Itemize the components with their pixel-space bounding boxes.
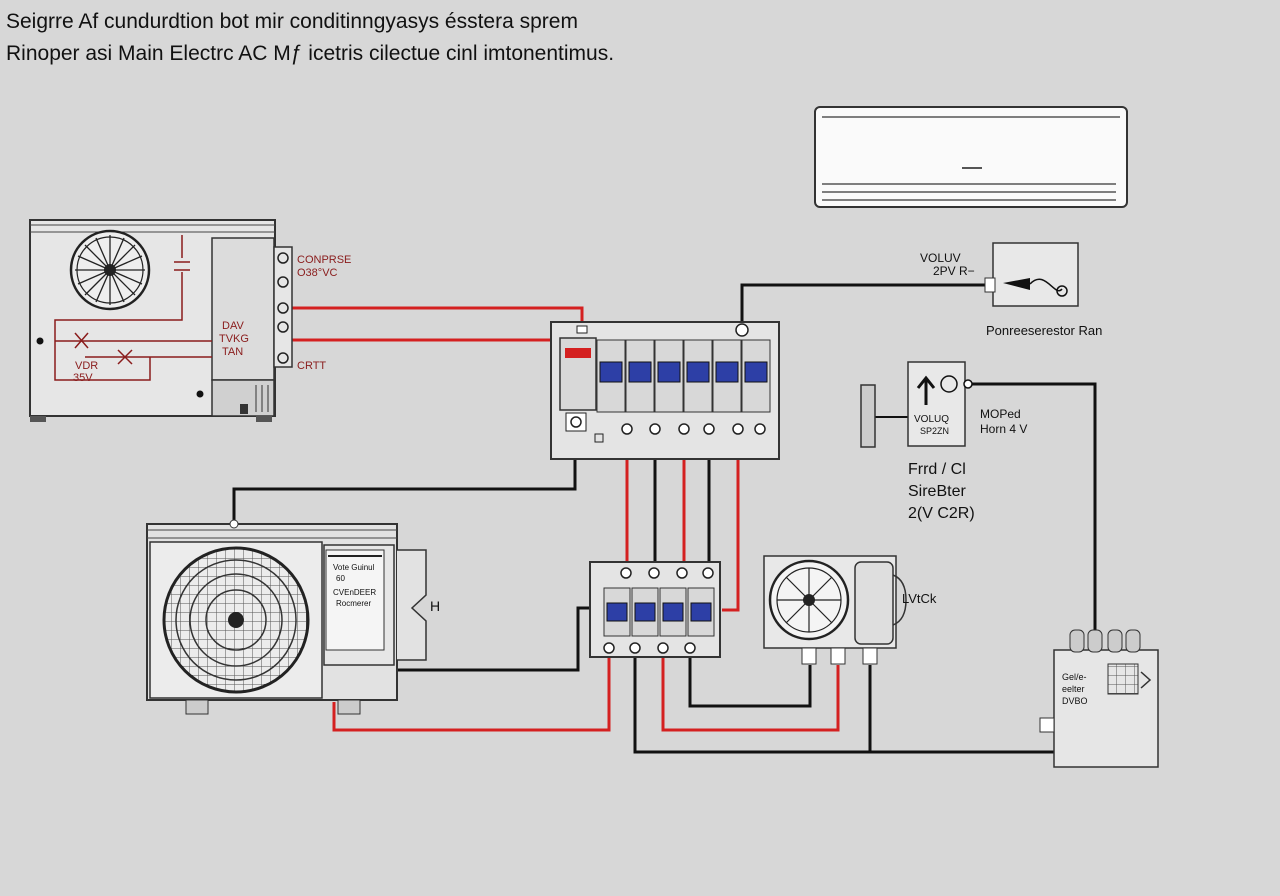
label-pressure-volt: VOLUV <box>920 251 961 265</box>
outdoor-unit-1 <box>29 219 293 422</box>
small-panel-top-lugs <box>620 567 714 579</box>
small-fan-unit <box>763 555 907 665</box>
label-voltage-1: O38°VC <box>297 267 338 279</box>
label-mopbed: MOPed <box>980 407 1021 421</box>
wire-live-1 <box>290 306 584 326</box>
outdoor-unit-1-circuit <box>54 235 212 381</box>
wire-neutral-outdoor2 <box>232 430 577 522</box>
outdoor2-panel-line-4: Rocmerer <box>336 599 372 608</box>
small-breaker-panel <box>589 561 721 658</box>
wire-drop-5 <box>722 432 740 612</box>
wire-outdoor2-feed <box>396 606 595 672</box>
main-breakers <box>596 339 771 413</box>
control-box-line-3: DVBO <box>1062 696 1088 706</box>
indoor-ac-unit <box>814 106 1128 208</box>
outdoor-unit-2-fan <box>162 546 310 694</box>
label-outdoor2-h: H <box>430 598 441 614</box>
label-dav: DAV <box>222 320 244 332</box>
small-breakers <box>603 587 715 637</box>
label-motor-sub: SP2ZN <box>920 426 950 436</box>
side-note-line-3: 2(V C2R) <box>908 505 975 522</box>
label-conprse: CONPRSE <box>297 254 352 266</box>
wire-fan-live <box>661 655 840 732</box>
side-note-line-2: SireBter <box>908 483 966 500</box>
diagram-title-line-1: Seigrre Af cundurdtion bot mir conditinn… <box>6 10 578 33</box>
outdoor2-panel-line-2: 60 <box>336 574 345 583</box>
wire-outdoor2-live <box>332 655 611 732</box>
label-crtt: CRTT <box>297 360 327 372</box>
label-horn: Horn 4 V <box>980 422 1028 436</box>
wire-neutral-pressure <box>740 283 985 324</box>
wire-fan-neutral <box>688 655 812 708</box>
outdoor-unit-1-terminals <box>273 246 293 368</box>
control-box <box>1039 629 1159 768</box>
label-small-fan: LVtCk <box>902 591 937 606</box>
outdoor2-panel-line-1: Vote Guinul <box>333 563 375 572</box>
pressure-box-caption: Ponreeserestor Ran <box>986 323 1103 338</box>
main-panel-lugs <box>621 423 766 435</box>
wire-control-neutral <box>633 655 1057 754</box>
diagram-title-line-2: Rinoper asi Main Electrc AC Mƒ icetris c… <box>6 42 615 65</box>
control-box-line-1: Gel/e- <box>1062 672 1087 682</box>
outdoor-unit-1-fan <box>69 229 151 311</box>
control-box-line-2: eelter <box>1062 684 1085 694</box>
wire-motor-control <box>972 382 1097 632</box>
label-tvkg: TVKG <box>219 333 249 345</box>
motor-box <box>860 361 973 448</box>
label-vdr: VDR <box>75 360 99 372</box>
side-note-line-1: Frrd / Cl <box>908 461 966 478</box>
label-35v: 35V <box>73 372 93 384</box>
label-motor-volt: VOLUQ <box>914 414 950 425</box>
main-breaker-panel <box>550 321 780 460</box>
outdoor-unit-2 <box>146 519 427 715</box>
outdoor2-panel-line-3: CVEnDEER <box>333 588 377 597</box>
label-tan: TAN <box>222 346 244 358</box>
small-panel-bottom-lugs <box>603 642 696 654</box>
label-pressure-2pv: 2PV R− <box>933 264 975 278</box>
pressure-box <box>984 242 1079 307</box>
